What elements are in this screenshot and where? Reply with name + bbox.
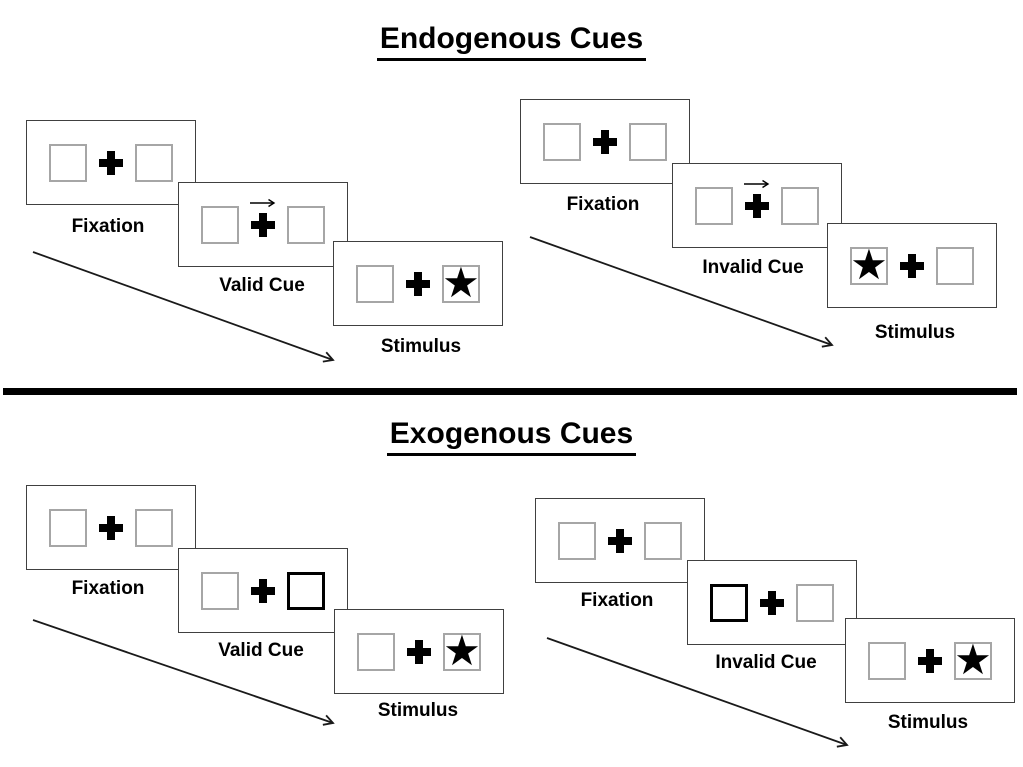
fixation-cross [99,515,123,540]
fixation-card [535,498,705,583]
right-box [781,186,819,225]
plus-icon [760,590,784,615]
plus-icon [99,515,123,540]
fixation-cross [407,639,431,664]
left-box-cue [710,583,748,622]
fixation-cross [760,590,784,615]
plus-icon [251,578,275,603]
plus-icon [99,150,123,175]
right-box [135,508,173,547]
right-box-cue [287,571,325,610]
left-box [695,186,733,225]
frame-label: Fixation [580,590,654,611]
invalid-cue-card [687,560,857,645]
left-box-star: ★ [850,239,888,289]
frame-label: Stimulus [380,336,462,357]
right-box [135,143,173,182]
left-box [201,571,239,610]
valid-cue-card [178,548,348,633]
star-icon: ★ [443,625,481,675]
fixation-cross [251,578,275,603]
fixation-cross [99,150,123,175]
right-box [796,583,834,622]
section-title-text: Endogenous Cues [376,22,647,61]
fixation-cross [744,179,770,218]
frame-label: Invalid Cue [702,257,804,278]
plus-icon [918,648,942,673]
valid-cue-card [178,182,348,267]
right-box-star: ★ [443,625,481,675]
fixation-cross [593,129,617,154]
right-arrow-icon [250,198,276,207]
frame-label: Valid Cue [219,275,305,296]
left-box [357,632,395,671]
right-box-star: ★ [442,257,480,307]
right-box-star: ★ [954,634,992,684]
fixation-card [26,120,196,205]
frame-label: Fixation [71,578,145,599]
plus-icon [407,639,431,664]
timeline-arrow [32,619,335,726]
plus-icon [608,528,632,553]
right-box [629,122,667,161]
fixation-cross [250,198,276,237]
right-box [936,246,974,285]
timeline-arrow [32,251,335,363]
right-box [287,205,325,244]
fixation-cross [406,271,430,296]
left-box [49,143,87,182]
right-arrow-icon [744,179,770,188]
star-icon: ★ [850,239,888,289]
stimulus-card: ★ [827,223,997,308]
left-box [356,264,394,303]
timeline-arrow [529,236,834,348]
plus-icon [900,253,924,278]
fixation-card [26,485,196,570]
left-box [868,641,906,680]
star-icon: ★ [442,257,480,307]
frame-label: Stimulus [887,712,969,733]
section-divider [3,388,1017,395]
fixation-cross [900,253,924,278]
plus-icon [745,193,769,218]
left-box [49,508,87,547]
invalid-cue-card [672,163,842,248]
right-box [644,521,682,560]
frame-label: Invalid Cue [715,652,817,673]
frame-label: Valid Cue [218,640,304,661]
plus-icon [406,271,430,296]
section-title-text: Exogenous Cues [386,417,637,456]
section-title-exogenous: Exogenous Cues [0,417,1023,456]
stimulus-card: ★ [845,618,1015,703]
frame-label: Fixation [71,216,145,237]
fixation-cross [608,528,632,553]
plus-icon [251,212,275,237]
stimulus-card: ★ [333,241,503,326]
timeline-arrow [546,637,849,748]
frame-label: Fixation [566,194,640,215]
fixation-cross [918,648,942,673]
frame-label: Stimulus [874,322,956,343]
left-box [543,122,581,161]
plus-icon [593,129,617,154]
section-title-endogenous: Endogenous Cues [0,22,1023,61]
star-icon: ★ [954,634,992,684]
frame-label: Stimulus [377,700,459,721]
left-box [558,521,596,560]
fixation-card [520,99,690,184]
left-box [201,205,239,244]
stimulus-card: ★ [334,609,504,694]
